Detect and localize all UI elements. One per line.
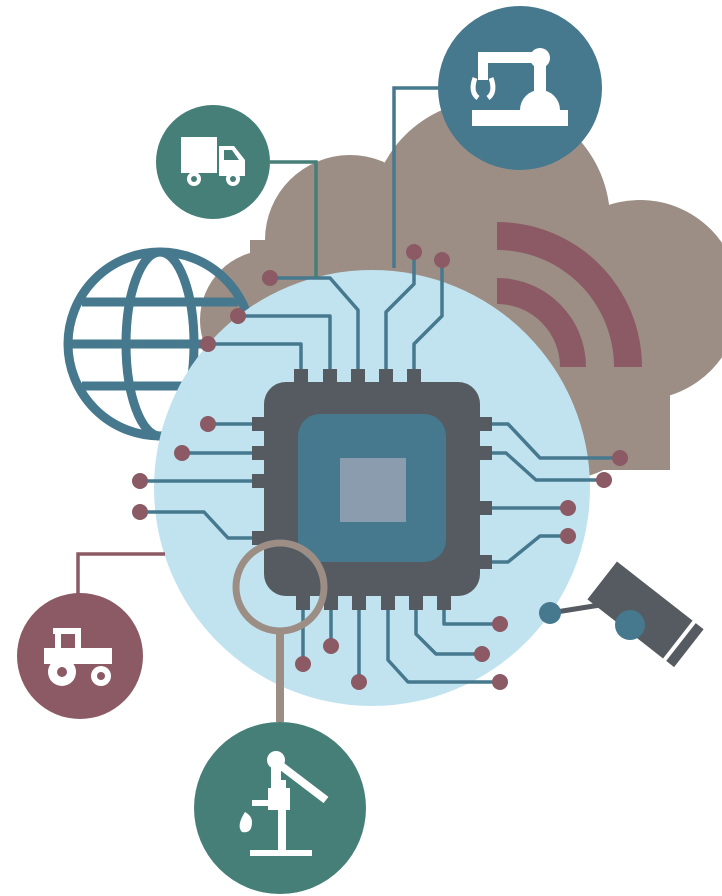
robotic-arm-icon	[438, 6, 602, 170]
magnifying-glass-icon	[232, 539, 328, 635]
delivery-truck-icon	[156, 105, 270, 219]
tractor-icon	[17, 593, 143, 719]
oil-pump-icon	[194, 722, 366, 894]
microchip-icon	[252, 369, 492, 610]
circuit-traces	[140, 252, 620, 684]
security-camera-icon	[539, 561, 704, 668]
circuit-nodes	[132, 244, 628, 690]
icon-connectors	[76, 86, 438, 722]
